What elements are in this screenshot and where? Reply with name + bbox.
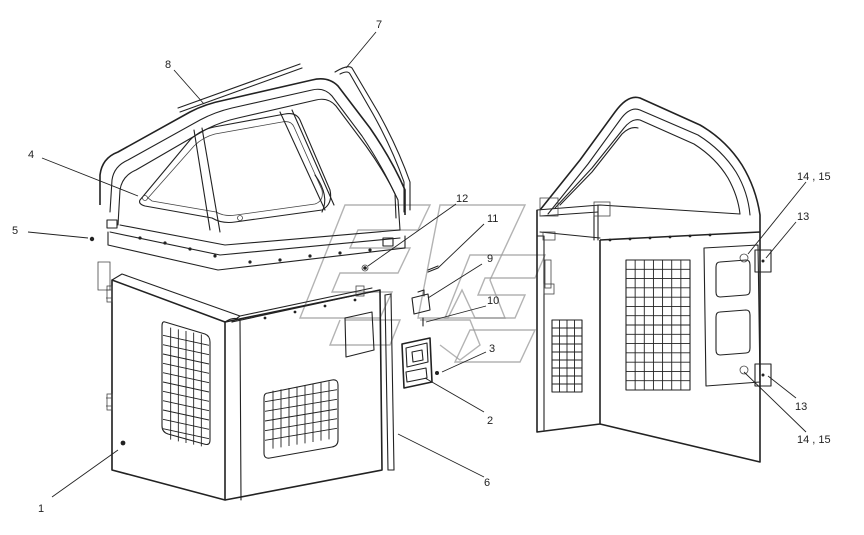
- callout-5: 5: [12, 225, 18, 237]
- watermark-logo: [298, 204, 547, 363]
- door-handle-2: [401, 337, 433, 389]
- roof-seal-strip-7: [334, 66, 411, 213]
- washer-12: [361, 264, 369, 272]
- cab-front-side-panel: [106, 273, 383, 501]
- callout-8: 8: [165, 59, 171, 71]
- leader-lines: [27, 31, 807, 498]
- callout-14-15-bottom: 14 , 15: [797, 434, 831, 446]
- cab-rear-assembly: [536, 96, 772, 463]
- mesh-grille-rear-left: [551, 319, 583, 393]
- bolt-5: [89, 236, 95, 242]
- callout-3: 3: [489, 343, 495, 355]
- callout-10: 10: [487, 295, 499, 307]
- callout-11: 11: [487, 213, 498, 225]
- callout-13-bottom: 13: [795, 401, 807, 413]
- latch-cutout: [344, 311, 375, 358]
- mesh-grille-front: [161, 321, 211, 447]
- callout-6: 6: [484, 477, 490, 489]
- callout-2: 2: [487, 415, 493, 427]
- callout-14-15-top: 14 , 15: [797, 171, 831, 183]
- mesh-grille-side: [263, 379, 339, 459]
- callout-12: 12: [456, 193, 468, 205]
- callout-1: 1: [38, 503, 44, 515]
- callout-4: 4: [28, 149, 34, 161]
- callout-9: 9: [487, 253, 493, 265]
- mesh-grille-rear-main: [625, 259, 691, 391]
- callout-7: 7: [376, 19, 382, 31]
- door-seal-strip-6: [384, 293, 395, 471]
- callout-labels: 1 2 3 4 5 6 7 8 9 10 11 12 13 13 14 , 15…: [12, 19, 831, 515]
- lock-cylinder-9: [411, 289, 431, 315]
- screw-3: [435, 371, 439, 375]
- roof-seal-strip-8: [177, 63, 303, 113]
- roof-frame: [99, 78, 406, 271]
- callout-13-top: 13: [797, 211, 809, 223]
- clip-11: [427, 265, 439, 273]
